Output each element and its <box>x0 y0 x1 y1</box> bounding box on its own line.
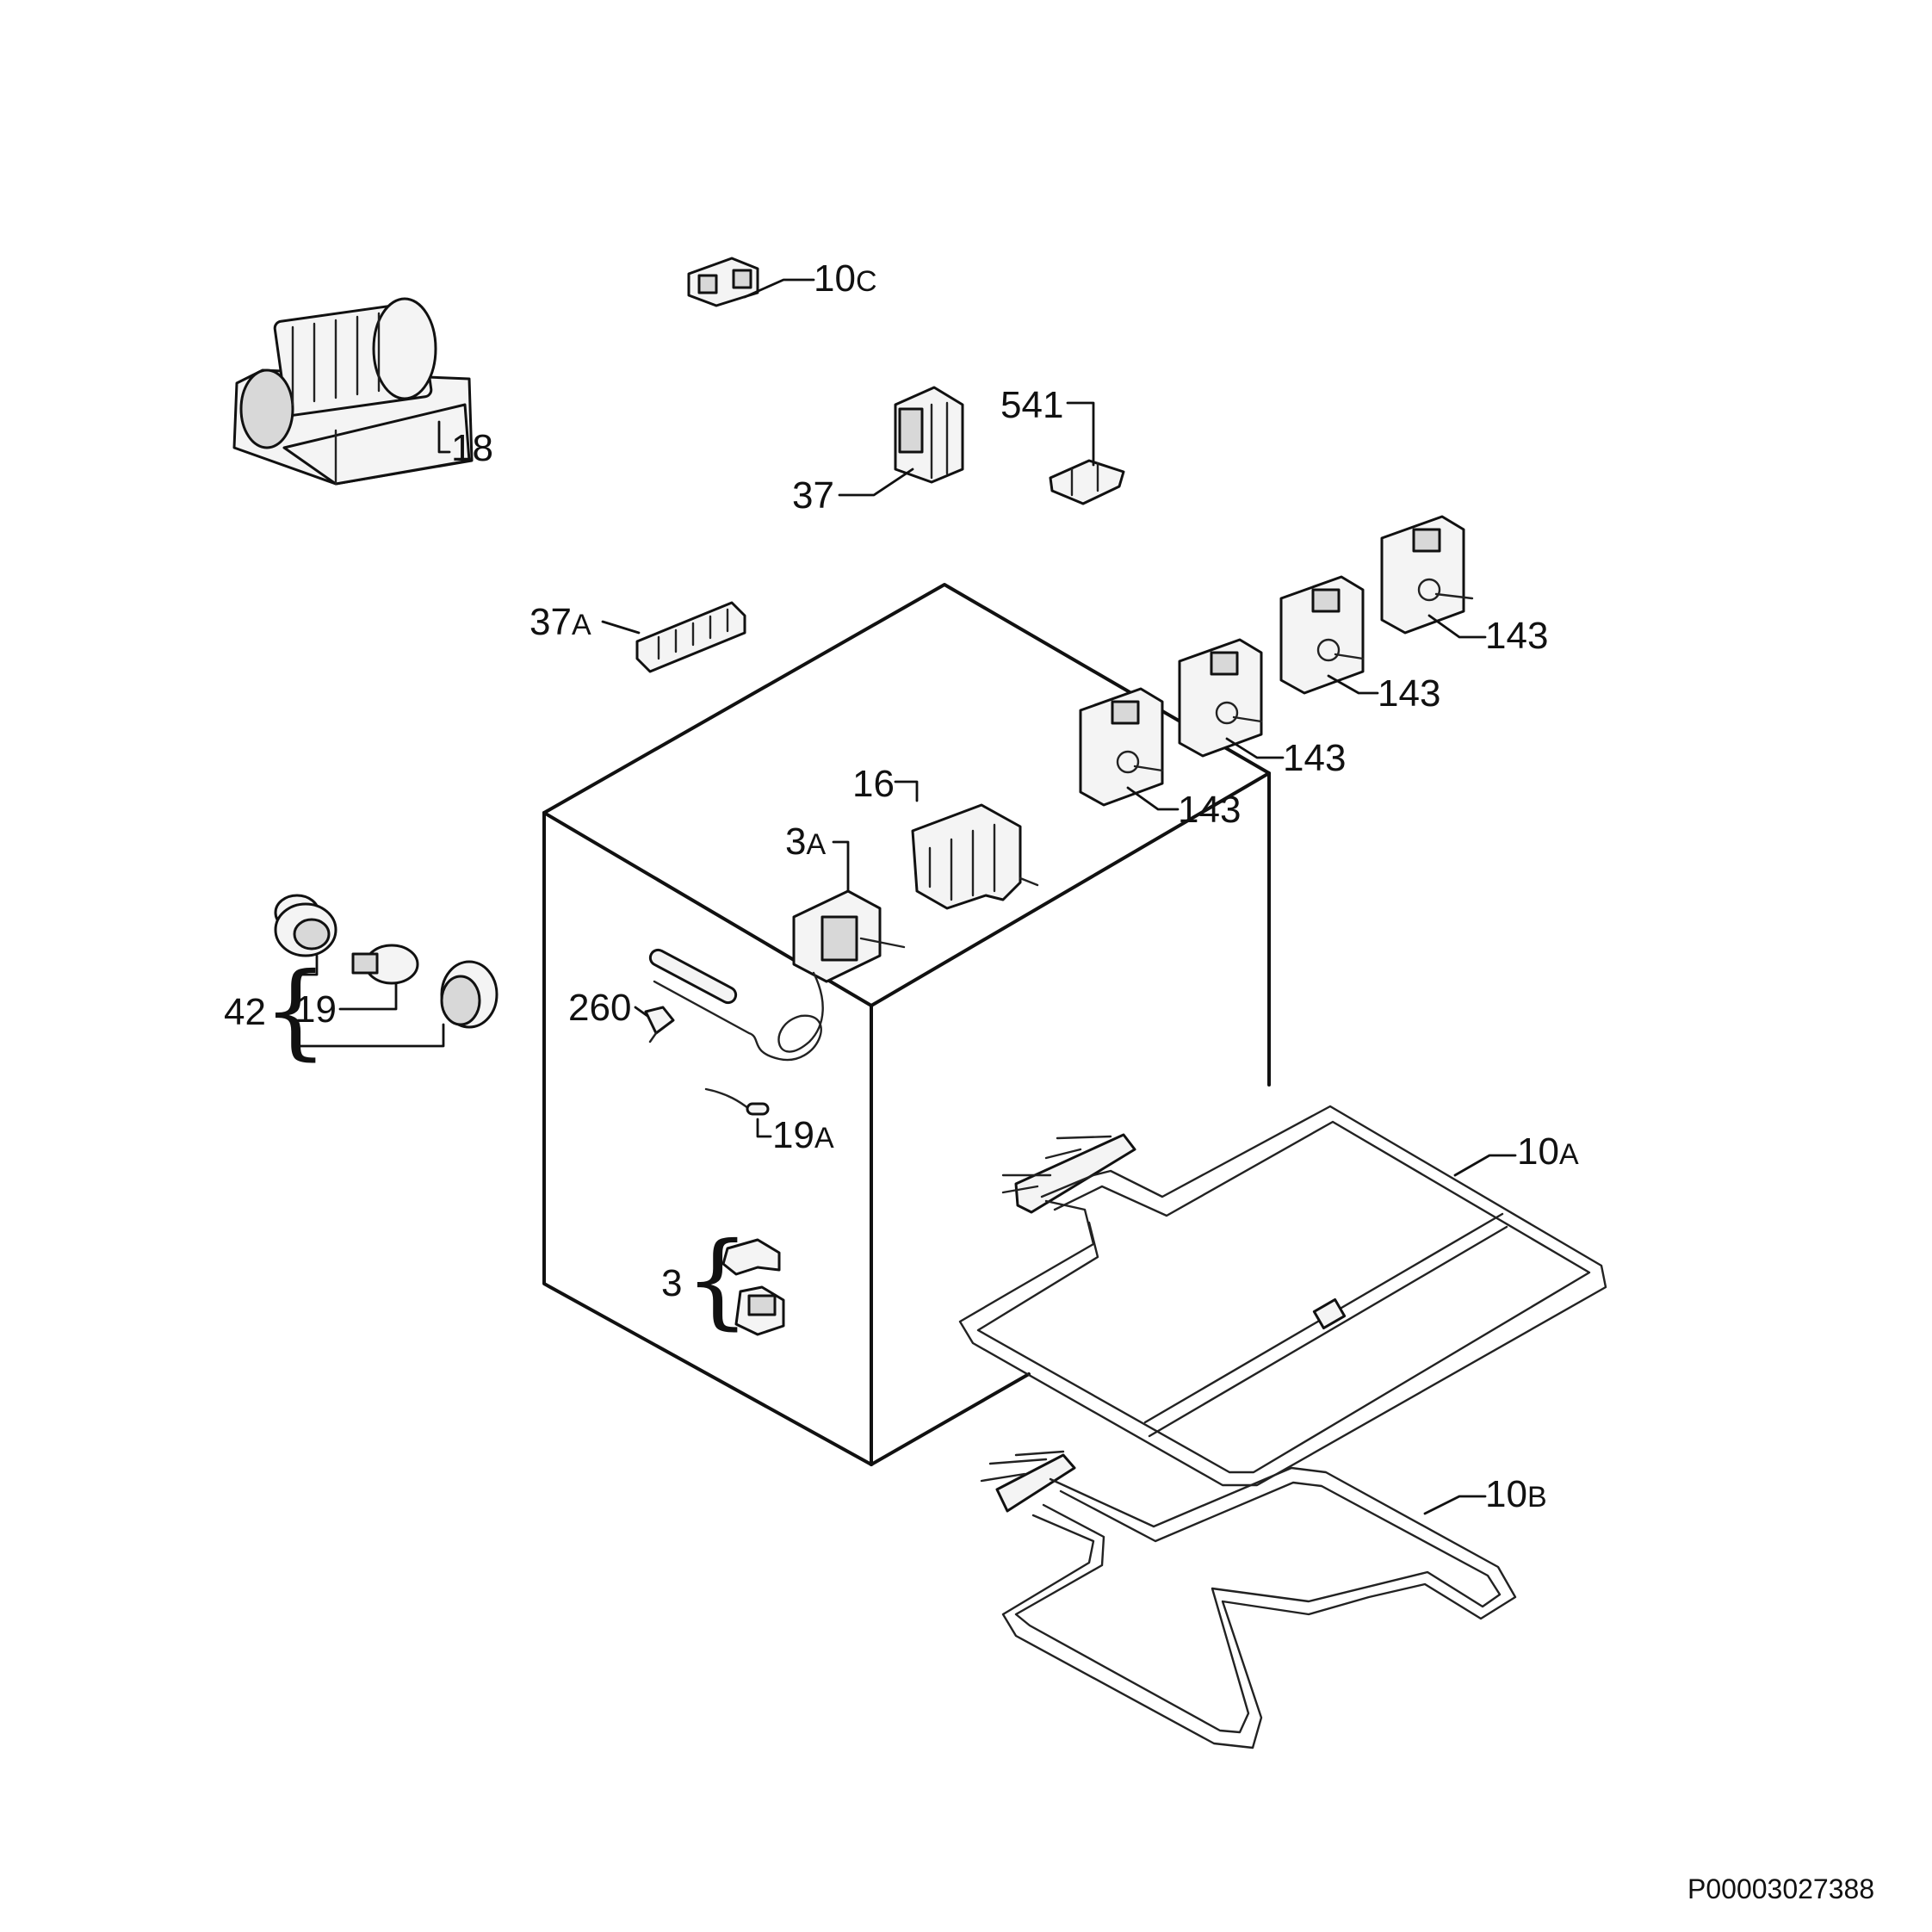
callout-42: 42 <box>224 991 266 1033</box>
callout-143-3: 143 <box>1378 672 1440 715</box>
energy-regulator-3 <box>1279 575 1365 695</box>
thermostat-3a <box>648 889 906 1062</box>
callout-37a: 37A <box>529 601 591 643</box>
terminal-block-37a <box>635 601 746 673</box>
brace-42: { <box>263 951 328 1071</box>
door-switch-37 <box>894 386 964 484</box>
drawing-reference-code: P00003027388 <box>1687 1873 1874 1904</box>
leader-16 <box>894 780 919 802</box>
leader-18 <box>437 420 451 454</box>
indicator-19a <box>704 1087 770 1116</box>
leader-143-2 <box>1225 737 1285 759</box>
callout-18: 18 <box>451 427 493 469</box>
leader-143-1 <box>1126 786 1180 811</box>
callout-541: 541 <box>1000 384 1063 426</box>
leader-19a <box>756 1118 772 1138</box>
lamp-cover <box>440 960 498 1029</box>
energy-regulator-1 <box>1079 687 1164 807</box>
leader-37 <box>838 468 914 497</box>
clip-541 <box>1049 459 1125 505</box>
callout-143-2: 143 <box>1283 737 1346 779</box>
tangential-fan <box>232 297 474 486</box>
leader-541 <box>1066 401 1095 467</box>
leader-42-holder <box>293 954 319 976</box>
leader-143-4 <box>1427 614 1487 639</box>
heating-element-top <box>958 1105 1607 1487</box>
heating-element-bottom <box>980 1450 1517 1749</box>
leader-10a <box>1453 1154 1517 1177</box>
selector-switch-16 <box>911 803 1039 910</box>
leader-10b <box>1423 1495 1487 1515</box>
leader-3a <box>832 840 850 893</box>
leader-42-cover <box>293 1023 445 1048</box>
lamp-bulb <box>351 944 419 985</box>
callout-143-1: 143 <box>1178 789 1241 831</box>
connector-10c <box>687 257 759 307</box>
callout-19a: 19A <box>772 1114 834 1156</box>
callout-143-4: 143 <box>1485 615 1548 657</box>
leader-143-3 <box>1327 674 1379 695</box>
fixing-clips-3 <box>721 1238 785 1336</box>
energy-regulator-4 <box>1380 515 1474 635</box>
callout-10c: 10C <box>814 257 877 300</box>
lamp-holder <box>274 894 337 957</box>
leader-37a <box>601 620 641 635</box>
brace-3: { <box>684 1221 750 1341</box>
callout-16: 16 <box>852 763 895 805</box>
callout-37: 37 <box>792 474 834 517</box>
callout-19: 19 <box>294 988 337 1031</box>
sensor-260 <box>644 1006 675 1043</box>
leader-10c <box>743 278 815 299</box>
callout-260: 260 <box>568 987 631 1029</box>
leader-260 <box>634 1006 649 1018</box>
callout-10b: 10B <box>1485 1473 1547 1515</box>
energy-regulator-2 <box>1178 638 1263 758</box>
callout-3: 3 <box>661 1262 682 1304</box>
callout-3a: 3A <box>785 820 826 863</box>
callout-10a: 10A <box>1517 1130 1579 1173</box>
leader-19 <box>338 981 398 1011</box>
